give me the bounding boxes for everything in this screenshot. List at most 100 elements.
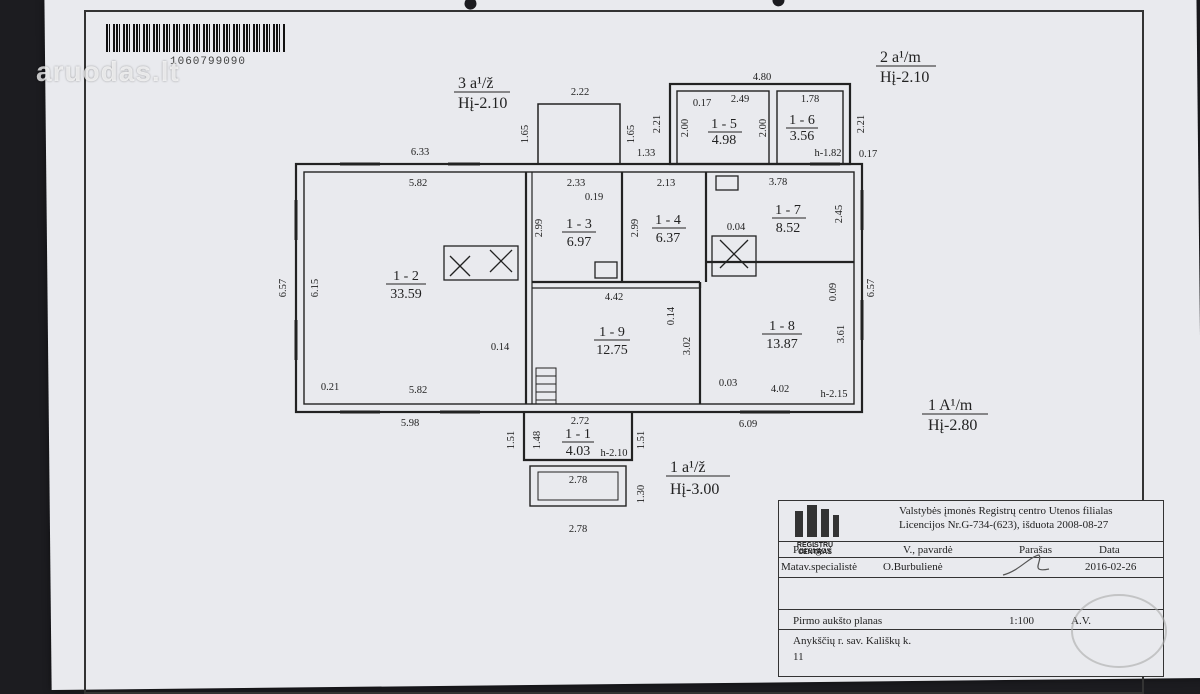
plan-title: Pirmo aukšto planas <box>793 615 883 627</box>
dimension-label: 5.98 <box>401 418 419 429</box>
floor-header: 1 a¹/ž <box>670 459 705 476</box>
dimension-label: 1.78 <box>801 94 819 105</box>
room-id: 1 - 7 <box>775 203 801 218</box>
dimension-label: 2.49 <box>731 94 749 105</box>
dimension-label: 6.57 <box>278 279 289 297</box>
floor-header: 1 A¹/m <box>928 397 973 414</box>
title-block: REGISTRŲ CENTRAS Valstybės įmonės Regist… <box>778 500 1167 677</box>
dimension-label: 2.00 <box>758 119 769 137</box>
address-line1: Anykščių r. sav. Kališkų k. <box>793 635 912 647</box>
room-area: 4.03 <box>566 444 591 459</box>
building-icon <box>795 505 839 537</box>
dimension-label: 3.02 <box>682 337 693 355</box>
room-area: 8.52 <box>776 221 801 236</box>
dimension-label: 5.82 <box>409 385 427 396</box>
floor-header: Hį-2.10 <box>458 95 507 112</box>
dimension-label: 1.33 <box>637 148 655 159</box>
room-area: 6.37 <box>656 231 681 246</box>
dimension-label: 2.99 <box>630 219 641 237</box>
dimension-label: 3.61 <box>836 325 847 343</box>
dimension-label: 2.99 <box>534 219 545 237</box>
dimension-label: h-2.15 <box>820 389 847 400</box>
room-area: 13.87 <box>766 337 798 352</box>
dimension-label: 4.42 <box>605 292 623 303</box>
dimension-label: 1.48 <box>532 431 543 449</box>
col-name: V., pavardė <box>903 544 953 556</box>
dimension-label: 2.33 <box>567 178 585 189</box>
dimension-label: 1.65 <box>520 125 531 143</box>
barcode <box>106 24 286 52</box>
dimension-label: 3.78 <box>769 177 787 188</box>
dimension-label: 2.21 <box>856 115 867 133</box>
dimension-label: 2.00 <box>680 119 691 137</box>
signature <box>1002 554 1050 576</box>
windows <box>294 162 864 414</box>
room-id: 1 - 4 <box>655 213 681 228</box>
dimension-label: 2.78 <box>569 475 587 486</box>
dimension-label: 1.65 <box>626 125 637 143</box>
room-id: 1 - 1 <box>565 427 591 442</box>
barcode-number: 1060799090 <box>170 56 247 68</box>
room-id: 1 - 2 <box>393 269 419 284</box>
org-line1: Valstybės įmonės Registrų centro Utenos … <box>899 505 1113 517</box>
watermark: aruodas.lt <box>36 56 180 87</box>
dimension-label: 6.57 <box>866 279 877 297</box>
dimension-label: 2.13 <box>657 178 675 189</box>
dimension-label: 0.04 <box>727 222 746 233</box>
dimension-label: 4.02 <box>771 384 789 395</box>
dimension-label: h-2.10 <box>600 448 627 459</box>
floor-header: Hį-2.10 <box>880 69 929 86</box>
date: 2016-02-26 <box>1085 561 1137 573</box>
dimension-label: 6.15 <box>310 279 321 297</box>
stairs <box>535 367 557 405</box>
col-date: Data <box>1099 544 1120 556</box>
address-line2: 11 <box>793 651 804 663</box>
dimension-label: 2.45 <box>834 205 845 223</box>
dimension-label: 2.72 <box>571 416 589 427</box>
dimension-label: 2.22 <box>571 87 589 98</box>
floor-plan: 1 - 2 33.59 1 - 3 6.97 1 - 4 6.37 1 - 5 … <box>0 0 1200 675</box>
dimension-label: h-1.82 <box>814 148 841 159</box>
room-id: 1 - 9 <box>599 325 625 340</box>
room-area: 4.98 <box>712 133 737 148</box>
org-line2: Licencijos Nr.G-734-(623), išduota 2008-… <box>899 519 1109 531</box>
room-id: 1 - 3 <box>566 217 592 232</box>
floor-header: 3 a¹/ž <box>458 75 493 92</box>
room-area: 3.56 <box>790 129 815 144</box>
dimension-label: 1.51 <box>636 431 647 449</box>
dimension-label: 0.17 <box>859 149 877 160</box>
scale: 1:100 <box>1009 615 1035 627</box>
dimension-label: 1.30 <box>636 485 647 503</box>
floor-header: Hį-3.00 <box>670 481 719 498</box>
registru-centras-logo: REGISTRŲ CENTRAS <box>781 503 849 556</box>
dimension-label: 0.09 <box>828 283 839 301</box>
position: Matav.specialistė <box>781 561 857 573</box>
room-id: 1 - 5 <box>711 117 737 132</box>
dimension-label: 0.03 <box>719 378 737 389</box>
floor-header: Hį-2.80 <box>928 417 977 434</box>
col-signature: Parašas <box>1019 544 1052 556</box>
dimension-label: 2.21 <box>652 115 663 133</box>
walls <box>294 82 864 507</box>
official-seal <box>1071 594 1167 668</box>
dimensions: 6.33 5.82 5.82 5.98 6.57 6.15 0.21 0.14 … <box>278 72 877 535</box>
dimension-label: 0.21 <box>321 382 339 393</box>
col-position: Pareigos <box>793 544 831 556</box>
room-area: 33.59 <box>390 287 422 302</box>
dimension-label: 4.80 <box>753 72 771 83</box>
dimension-label: 0.17 <box>693 98 711 109</box>
room-id: 1 - 6 <box>789 113 815 128</box>
room-area: 12.75 <box>596 343 628 358</box>
room-id: 1 - 8 <box>769 319 795 334</box>
dimension-label: 0.14 <box>666 306 677 325</box>
surveyor-name: O.Burbulienė <box>883 561 943 573</box>
dimension-label: 0.19 <box>585 192 603 203</box>
floor-header: 2 a¹/m <box>880 49 921 66</box>
logo-text: REGISTRŲ CENTRAS <box>796 542 834 556</box>
dimension-label: 2.78 <box>569 524 587 535</box>
dimension-label: 6.09 <box>739 419 757 430</box>
dimension-label: 6.33 <box>411 147 429 158</box>
room-area: 6.97 <box>567 235 592 250</box>
stove <box>443 175 757 281</box>
dimension-label: 5.82 <box>409 178 427 189</box>
